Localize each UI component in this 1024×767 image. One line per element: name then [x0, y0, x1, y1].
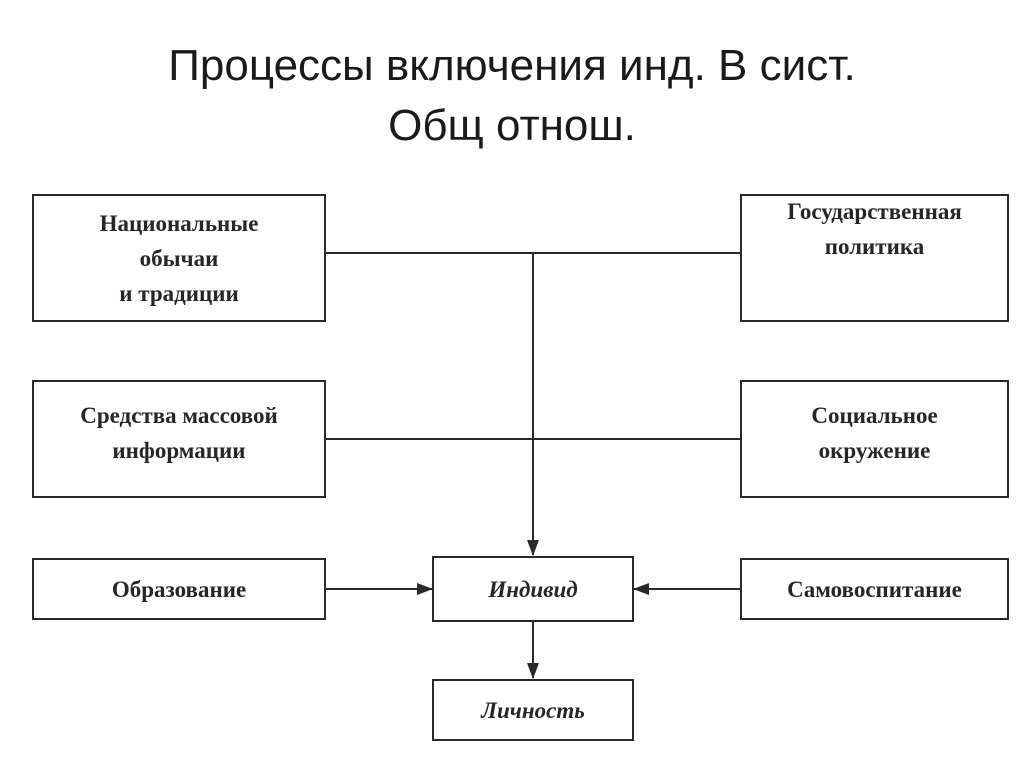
box-mass-media: Средства массовой информации	[32, 380, 326, 498]
box-national-customs: Национальные обычаи и традиции	[32, 194, 326, 322]
box-self-education: Самовоспитание	[740, 558, 1009, 620]
box-education-label: Образование	[111, 576, 247, 602]
title-line-1: Процессы включения инд. В сист.	[168, 41, 856, 90]
box-personality: Личность	[432, 679, 634, 741]
box-national-customs-label: Национальные обычаи и традиции	[99, 210, 259, 306]
title-line-2: Общ отнош.	[388, 101, 636, 150]
box-state-policy: Государственная политика	[740, 194, 1009, 322]
slide-title: Процессы включения инд. В сист. Общ отно…	[0, 36, 1024, 156]
box-individual: Индивид	[432, 556, 634, 622]
box-social-environment: Социальное окружение	[740, 380, 1009, 498]
box-mass-media-label: Средства массовой информации	[80, 403, 278, 463]
box-state-policy-label: Государственная политика	[787, 199, 962, 259]
box-self-education-label: Самовоспитание	[787, 576, 962, 602]
box-social-environment-label: Социальное окружение	[811, 403, 938, 463]
box-individual-label: Индивид	[488, 576, 578, 602]
box-personality-label: Личность	[481, 697, 585, 723]
box-education: Образование	[32, 558, 326, 620]
